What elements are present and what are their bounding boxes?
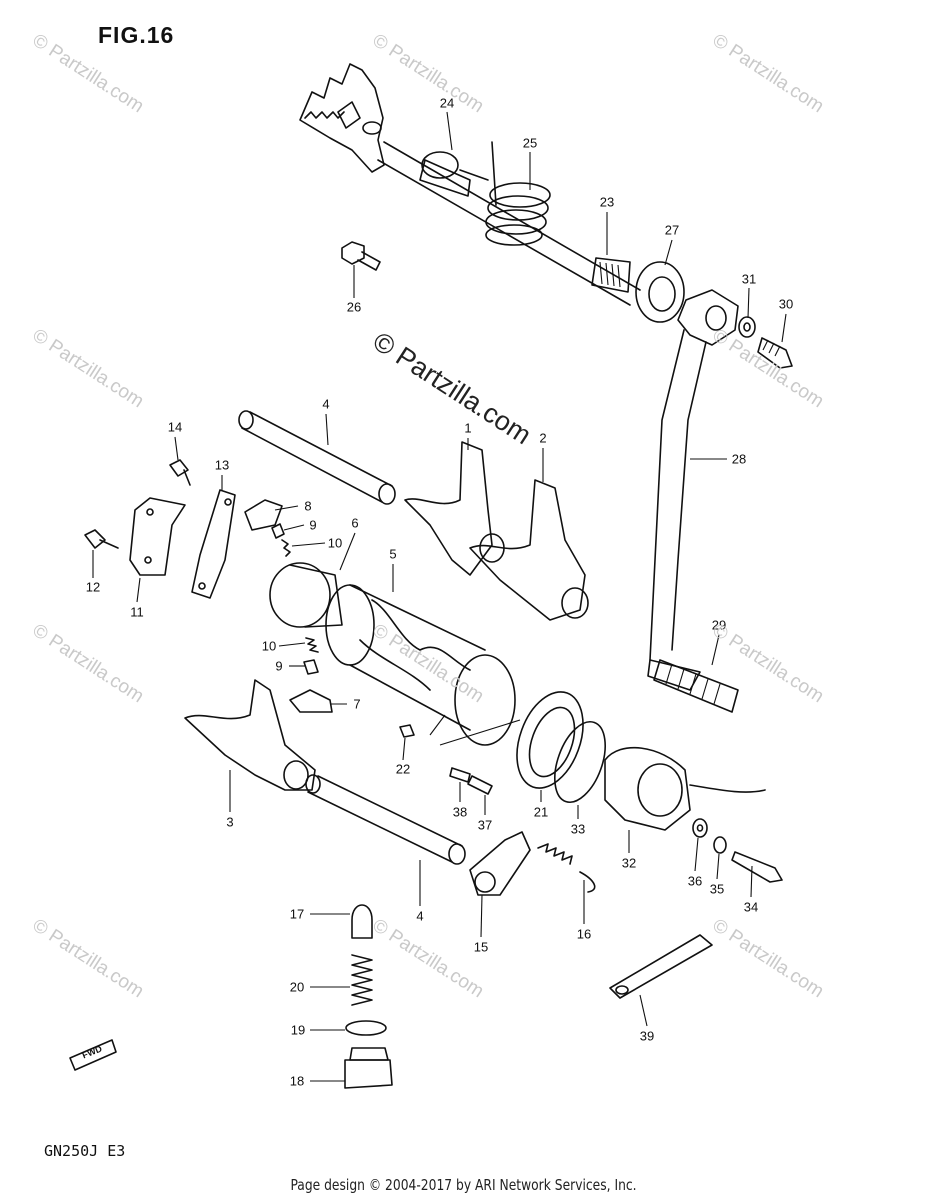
part-29-lever-rubber	[653, 659, 739, 713]
label-32: 32	[621, 855, 637, 871]
label-13: 13	[214, 457, 230, 473]
part-22-pin	[399, 724, 415, 738]
label-7: 7	[353, 696, 361, 712]
part-30-bolt	[757, 337, 793, 369]
part-15-stopper-arm	[469, 831, 531, 896]
part-17-stopper-pin	[351, 904, 373, 939]
label-2: 2	[539, 430, 547, 446]
part-28-gearshift-lever	[647, 289, 739, 691]
label-24: 24	[439, 95, 455, 111]
part-7-stopper-plate	[289, 689, 333, 713]
part-39-clamp	[609, 934, 713, 999]
label-12: 12	[85, 579, 101, 595]
part-31-washer	[738, 316, 756, 338]
label-28: 28	[731, 451, 747, 467]
part-32-neutral-switch	[604, 746, 766, 831]
label-37: 37	[477, 817, 493, 833]
part-34-screw	[731, 851, 783, 883]
label-23: 23	[599, 194, 615, 210]
label-10-upper: 10	[327, 535, 343, 551]
label-21: 21	[533, 804, 549, 820]
label-8: 8	[304, 498, 312, 514]
label-39: 39	[639, 1028, 655, 1044]
part-6-cam-driven-gear	[269, 562, 343, 628]
label-22: 22	[395, 761, 411, 777]
label-18: 18	[289, 1073, 305, 1089]
label-34: 34	[743, 899, 759, 915]
part-4-fork-shaft-upper	[238, 410, 396, 505]
label-11: 11	[130, 604, 144, 620]
label-17: 17	[289, 906, 305, 922]
label-6: 6	[351, 515, 359, 531]
fwd-arrow	[69, 1039, 117, 1071]
part-9-pin-lower	[303, 659, 319, 675]
part-26-bolt	[341, 241, 381, 271]
label-31: 31	[741, 271, 757, 287]
label-4-lower: 4	[416, 908, 424, 924]
part-19-washer	[345, 1020, 387, 1036]
model-code: GN250J E3	[44, 1142, 126, 1160]
part-5-gearshift-cam	[325, 584, 516, 746]
label-9-upper: 9	[309, 517, 317, 533]
label-36: 36	[687, 873, 703, 889]
part-4-fork-shaft-lower	[305, 774, 466, 865]
label-10-lower: 10	[261, 638, 277, 654]
part-12-screw	[84, 529, 119, 549]
part-33-o-ring	[554, 721, 606, 803]
part-37-spring	[467, 775, 493, 795]
label-5: 5	[389, 546, 397, 562]
label-30: 30	[778, 296, 794, 312]
label-19: 19	[290, 1022, 306, 1038]
part-10-spring-upper	[281, 539, 291, 557]
label-16: 16	[576, 926, 592, 942]
label-20: 20	[289, 979, 305, 995]
part-25-return-spring	[459, 141, 551, 246]
part-35-washer	[713, 836, 727, 854]
part-20-spring	[351, 954, 373, 1006]
part-1-gearshift-fork	[404, 441, 505, 576]
label-15: 15	[473, 939, 489, 955]
part-2-gearshift-fork	[469, 479, 589, 621]
page-footer: Page design © 2004-2017 by ARI Network S…	[290, 1176, 637, 1194]
label-27: 27	[664, 222, 680, 238]
label-35: 35	[709, 881, 725, 897]
part-36-washer	[692, 818, 708, 838]
label-14: 14	[167, 419, 183, 435]
part-14-screw	[169, 459, 191, 486]
figure-title: FIG.16	[98, 22, 175, 48]
label-3: 3	[226, 814, 234, 830]
label-33: 33	[570, 821, 586, 837]
label-25: 25	[522, 135, 538, 151]
part-9-pin-upper	[271, 523, 285, 539]
label-1: 1	[464, 420, 472, 436]
label-38: 38	[452, 804, 468, 820]
part-18-plug-bolt	[344, 1047, 393, 1089]
part-38-switch-contact	[449, 767, 471, 783]
label-29: 29	[711, 617, 727, 633]
part-8-pawl	[244, 499, 283, 531]
label-26: 26	[346, 299, 362, 315]
label-4-upper: 4	[322, 396, 330, 412]
part-21-washer	[516, 691, 584, 789]
part-3-gearshift-fork	[184, 679, 316, 791]
label-9-lower: 9	[275, 658, 283, 674]
part-13-pawl-lifter	[191, 489, 236, 599]
part-11-guide-plate	[129, 497, 186, 576]
part-10-spring-lower	[305, 637, 319, 653]
part-27-oil-seal	[635, 261, 685, 323]
part-16-stopper-spring	[537, 843, 596, 893]
